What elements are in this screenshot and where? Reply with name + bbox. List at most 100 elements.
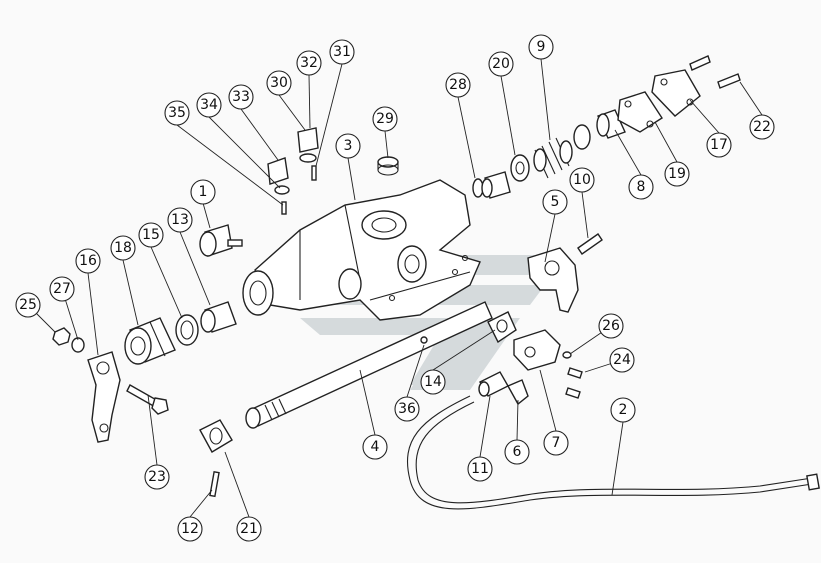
callout-number: 23 xyxy=(148,469,166,485)
callout-number: 6 xyxy=(513,444,522,460)
callout-number: 11 xyxy=(471,461,489,477)
bushing-part-20-a xyxy=(481,171,511,199)
callout-24: 24 xyxy=(609,347,635,373)
callout-circle xyxy=(504,439,530,465)
callout-3: 3 xyxy=(335,133,361,159)
pin-part-36 xyxy=(420,336,428,344)
callout-number: 27 xyxy=(53,281,71,297)
callout-23: 23 xyxy=(144,464,170,490)
callout-circle xyxy=(266,70,292,96)
callout-number: 21 xyxy=(240,521,258,537)
callout-16: 16 xyxy=(75,248,101,274)
callout-circle xyxy=(190,179,216,205)
callout-number: 22 xyxy=(753,119,771,135)
coupling-part-14 xyxy=(487,311,517,344)
pin-part-35 xyxy=(281,201,287,215)
callout-circle xyxy=(706,132,732,158)
callout-number: 18 xyxy=(114,240,132,256)
callout-circle xyxy=(196,92,222,118)
callout-group: 1234567891011121314151617181920212223242… xyxy=(15,34,775,542)
shaft-part-4 xyxy=(245,301,493,429)
bushing-part-13 xyxy=(200,301,237,333)
callout-number: 25 xyxy=(19,297,37,313)
gasket-part-19 xyxy=(617,91,663,133)
callout-12: 12 xyxy=(177,516,203,542)
arm-part-16 xyxy=(87,351,121,443)
callout-circle xyxy=(164,100,190,126)
callout-27: 27 xyxy=(49,276,75,302)
callout-25: 25 xyxy=(15,292,41,318)
callout-circle xyxy=(15,292,41,318)
callout-circle xyxy=(628,174,654,200)
pin-part-10 xyxy=(577,233,603,255)
callout-1: 1 xyxy=(190,179,216,205)
callout-number: 1 xyxy=(199,184,208,200)
callout-number: 17 xyxy=(710,137,728,153)
cap-part-29 xyxy=(377,156,399,176)
callout-circle xyxy=(445,72,471,98)
hose-part-2 xyxy=(406,395,820,510)
callout-circle xyxy=(749,114,775,140)
callout-circle xyxy=(177,516,203,542)
callout-number: 10 xyxy=(573,172,591,188)
bolt-part-22 xyxy=(689,55,741,89)
callout-number: 30 xyxy=(270,75,288,91)
callout-5: 5 xyxy=(542,189,568,215)
callout-circle xyxy=(167,207,193,233)
callout-number: 2 xyxy=(619,402,628,418)
callout-number: 14 xyxy=(424,374,442,390)
block-part-7 xyxy=(513,329,561,371)
callout-number: 12 xyxy=(181,521,199,537)
bushing-part-8 xyxy=(596,109,626,139)
callout-4: 4 xyxy=(362,434,388,460)
callout-circle xyxy=(394,396,420,422)
valve-part-33 xyxy=(267,157,290,195)
callout-11: 11 xyxy=(467,456,493,482)
callout-number: 20 xyxy=(492,56,510,72)
bushing-part-18 xyxy=(124,317,176,365)
callout-circle xyxy=(528,34,554,60)
callout-number: 28 xyxy=(449,77,467,93)
callout-number: 32 xyxy=(300,55,318,71)
callout-circle xyxy=(228,84,254,110)
nut-part-25 xyxy=(52,327,71,346)
callout-circle xyxy=(75,248,101,274)
callout-circle xyxy=(610,397,636,423)
callout-circle xyxy=(110,235,136,261)
callout-36: 36 xyxy=(394,396,420,422)
washer-part-27 xyxy=(71,337,85,353)
callout-number: 33 xyxy=(232,89,250,105)
callout-circle xyxy=(609,347,635,373)
callout-28: 28 xyxy=(445,72,471,98)
ring-part-9b xyxy=(573,124,591,150)
callout-35: 35 xyxy=(164,100,190,126)
callout-number: 26 xyxy=(602,318,620,334)
callout-number: 36 xyxy=(398,401,416,417)
ring-part-15 xyxy=(175,314,199,346)
callout-circle xyxy=(335,133,361,159)
callout-18: 18 xyxy=(110,235,136,261)
callout-19: 19 xyxy=(664,161,690,187)
callout-9: 9 xyxy=(528,34,554,60)
bracket-part-5 xyxy=(527,247,579,313)
callout-number: 35 xyxy=(168,105,186,121)
callout-number: 4 xyxy=(371,439,380,455)
callout-number: 5 xyxy=(551,194,560,210)
callout-circle xyxy=(296,50,322,76)
callout-26: 26 xyxy=(598,313,624,339)
pin-part-12 xyxy=(209,471,220,498)
callout-number: 3 xyxy=(344,138,353,154)
callout-circle xyxy=(420,369,446,395)
callout-30: 30 xyxy=(266,70,292,96)
callout-number: 31 xyxy=(333,44,351,60)
callout-number: 9 xyxy=(537,39,546,55)
bolt-part-23 xyxy=(126,384,169,415)
cover-part-17 xyxy=(651,69,701,117)
callout-34: 34 xyxy=(196,92,222,118)
screw-part-26 xyxy=(562,351,572,359)
callout-circle xyxy=(542,189,568,215)
callout-number: 7 xyxy=(552,435,561,451)
callout-32: 32 xyxy=(296,50,322,76)
spring-part-9 xyxy=(533,137,573,179)
